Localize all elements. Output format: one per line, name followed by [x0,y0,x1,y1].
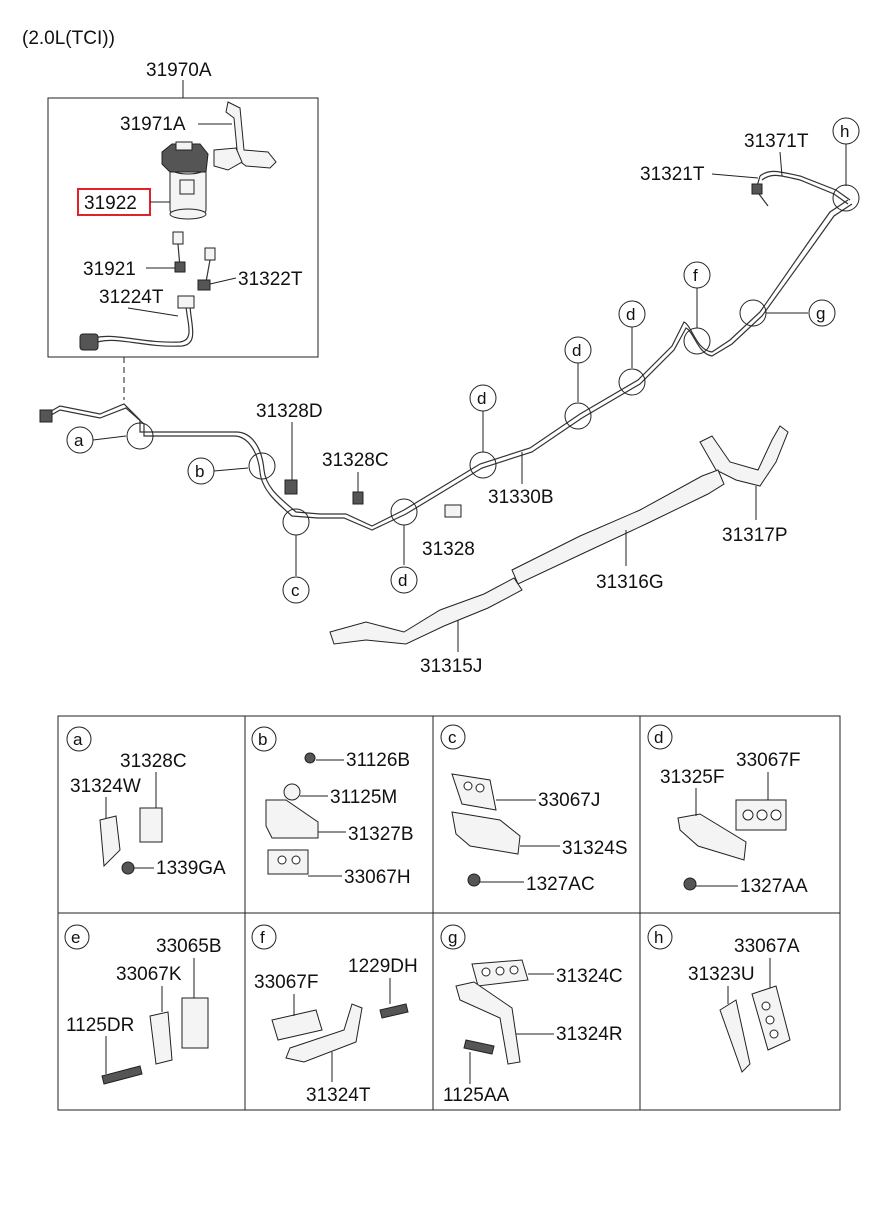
svg-text:c: c [291,581,300,600]
callout-d-3[interactable]: d [564,336,592,430]
label-31970A[interactable]: 31970A [146,60,212,81]
detail-f-part-2[interactable]: 1229DH [348,956,418,977]
detail-e-part-1[interactable]: 33065B [156,936,222,957]
svg-text:c: c [448,728,457,747]
rear-fuel-line [751,170,851,207]
detail-g: g 31324C 31324R 1125AA [440,924,623,1106]
detail-d-part-2[interactable]: 33067F [736,750,800,771]
label-31322T[interactable]: 31322T [238,269,303,290]
detail-h-key[interactable]: h [647,924,673,950]
label-31371T[interactable]: 31371T [744,131,809,152]
callout-b[interactable]: b [187,452,276,485]
detail-d: d 31325F 33067F 1327AA [647,724,808,897]
clip-31328 [444,504,462,518]
clip-31328D [284,479,298,495]
label-31224T[interactable]: 31224T [99,287,164,308]
svg-text:g: g [816,304,825,323]
detail-d-part-3[interactable]: 1327AA [740,876,808,897]
detail-d-key[interactable]: d [647,724,673,750]
detail-c-part-2[interactable]: 31324S [562,838,628,859]
label-31321T[interactable]: 31321T [640,164,705,185]
svg-text:f: f [260,928,265,947]
svg-text:b: b [195,462,204,481]
detail-g-key[interactable]: g [440,924,466,950]
svg-text:a: a [73,730,83,749]
detail-grid [57,715,841,1111]
detail-h-part-2[interactable]: 31323U [688,964,755,985]
label-31328C[interactable]: 31328C [322,450,389,471]
callout-f[interactable]: f [683,261,711,355]
svg-text:h: h [840,122,849,141]
filter-bracket [213,101,277,171]
svg-text:e: e [71,928,80,947]
protector-31316G [511,469,725,585]
svg-text:d: d [572,341,581,360]
detail-a-part-2[interactable]: 31324W [70,776,141,797]
detail-a: a 31328C 31324W 1339GA [66,726,226,879]
callout-d-4[interactable]: d [618,300,646,396]
label-31330B[interactable]: 31330B [488,487,554,508]
detail-a-key[interactable]: a [66,726,92,752]
callout-c[interactable]: c [282,508,310,604]
label-31922[interactable]: 31922 [84,193,137,214]
protector-31317P [699,425,789,487]
label-31315J[interactable]: 31315J [420,656,482,677]
filter-sensors [172,231,216,291]
detail-e-part-2[interactable]: 33067K [116,964,182,985]
protector-31315J [329,577,523,645]
detail-d-part-1[interactable]: 31325F [660,767,724,788]
label-31328D[interactable]: 31328D [256,401,323,422]
detail-e-part-3[interactable]: 1125DR [66,1015,134,1036]
label-31921[interactable]: 31921 [83,259,136,280]
detail-e-key[interactable]: e [64,924,90,950]
clip-31328C [352,491,364,505]
detail-h: h 33067A 31323U [647,924,800,1073]
svg-text:d: d [654,728,663,747]
detail-g-part-3[interactable]: 1125AA [443,1085,510,1106]
detail-g-part-2[interactable]: 31324R [556,1024,623,1045]
detail-b-part-4[interactable]: 33067H [344,867,411,888]
main-fuel-line-31330B [39,199,853,531]
detail-f-part-3[interactable]: 31324T [306,1085,371,1106]
label-31317P[interactable]: 31317P [722,525,788,546]
label-31328[interactable]: 31328 [422,539,475,560]
fuel-filter [161,141,209,220]
callout-a[interactable]: a [66,422,154,454]
detail-a-part-1[interactable]: 31328C [120,751,187,772]
callout-d-2[interactable]: d [469,384,497,479]
svg-text:g: g [448,928,457,947]
detail-e: e 33065B 33067K 1125DR [64,924,222,1085]
detail-h-part-1[interactable]: 33067A [734,936,800,957]
detail-b-part-2[interactable]: 31125M [330,787,397,808]
detail-f-key[interactable]: f [251,924,277,950]
detail-b-part-1[interactable]: 31126B [346,750,410,771]
detail-c-part-3[interactable]: 1327AC [526,874,595,895]
callout-h[interactable]: h [832,117,860,212]
detail-c-key[interactable]: c [440,724,466,750]
detail-b-part-3[interactable]: 31327B [348,824,414,845]
callout-g[interactable]: g [739,299,836,327]
detail-b-key[interactable]: b [251,726,277,752]
filter-hose [79,295,195,351]
svg-text:h: h [654,928,663,947]
callout-d-1[interactable]: d [390,498,418,594]
svg-text:f: f [693,266,698,285]
detail-g-part-1[interactable]: 31324C [556,966,623,987]
detail-c-part-1[interactable]: 33067J [538,790,600,811]
label-31316G[interactable]: 31316G [596,572,664,593]
svg-text:d: d [398,571,407,590]
svg-text:d: d [477,389,486,408]
svg-text:a: a [74,431,84,450]
detail-c: c 33067J 31324S 1327AC [440,724,628,895]
detail-a-part-3[interactable]: 1339GA [156,858,226,879]
label-31971A[interactable]: 31971A [120,114,186,135]
detail-b: b 31126B 31125M 31327B 33067H [251,726,414,888]
detail-f-part-1[interactable]: 33067F [254,972,318,993]
detail-f: f 33067F 1229DH 31324T [251,924,418,1106]
engine-title: (2.0L(TCI)) [22,28,115,49]
filter-assembly-box [47,97,319,358]
svg-text:d: d [626,305,635,324]
svg-text:b: b [258,730,267,749]
